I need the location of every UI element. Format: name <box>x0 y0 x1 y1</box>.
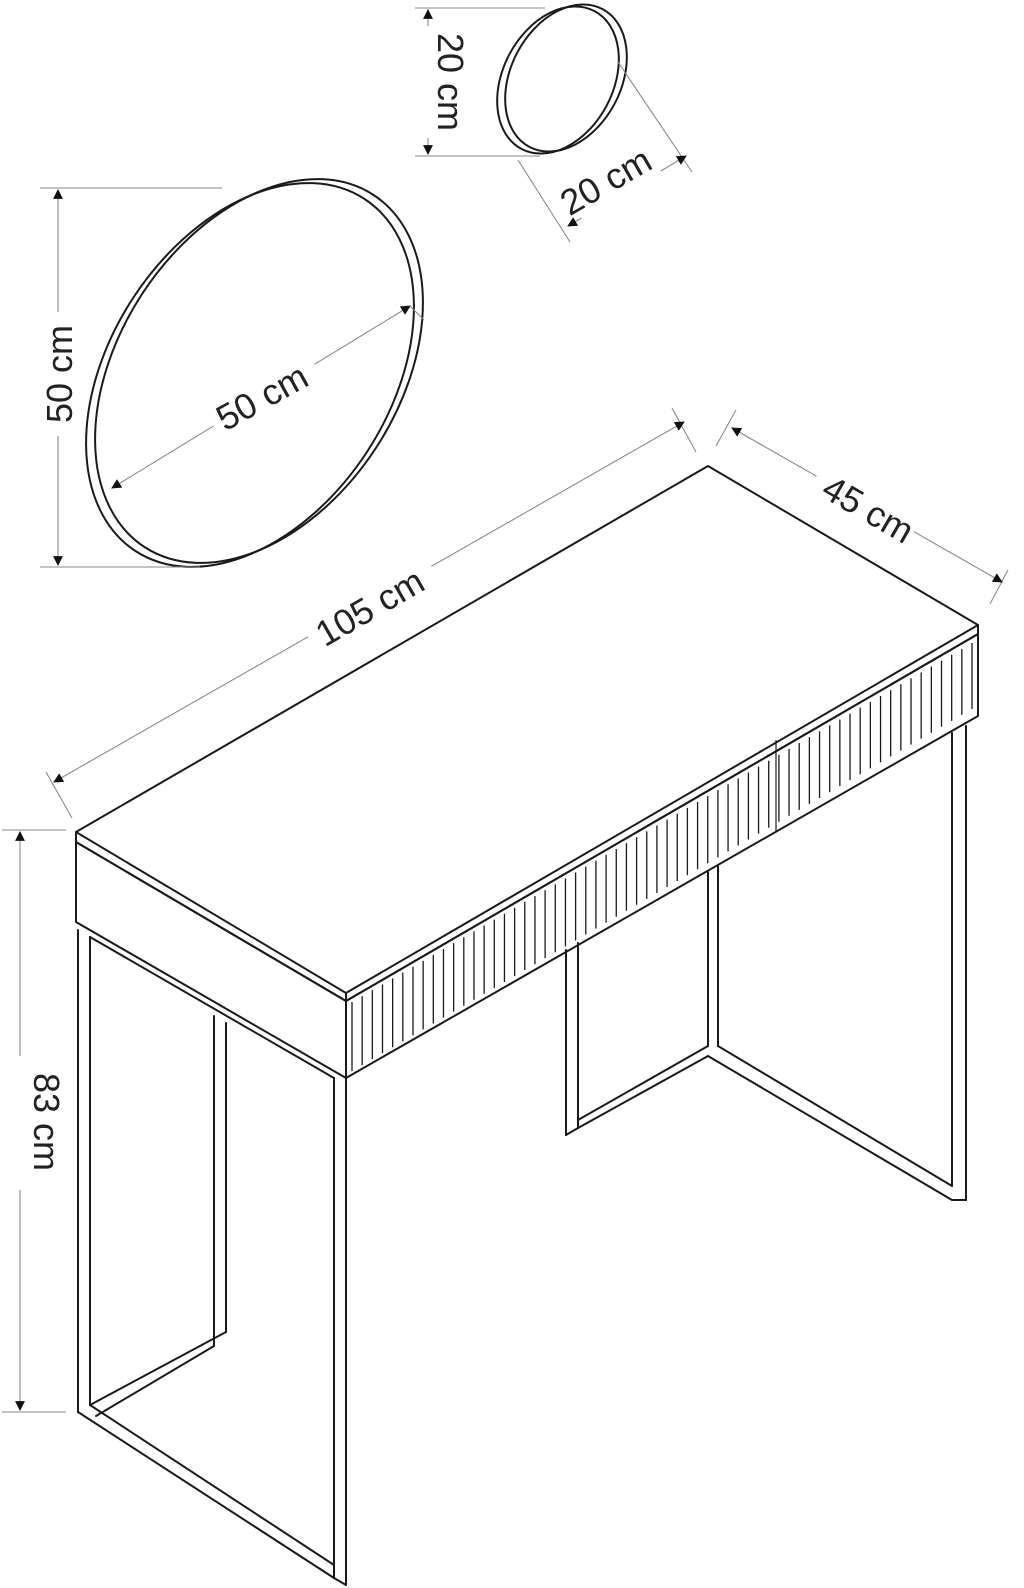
front-left-leg <box>77 929 347 1586</box>
large-mirror-height-dimension: 50 cm <box>36 187 222 568</box>
large-mirror-width-label: 50 cm <box>209 355 315 438</box>
dressing-table <box>75 465 979 1586</box>
table-height-dimension: 83 cm <box>0 829 67 1413</box>
large-mirror-width-dimension: 50 cm <box>111 305 425 489</box>
small-mirror-width-label: 20 cm <box>553 139 658 224</box>
drawer-flutes <box>351 643 973 1071</box>
table-depth-dimension: 45 cm <box>715 409 1009 605</box>
large-mirror-height-label: 50 cm <box>39 325 80 423</box>
table-height-label: 83 cm <box>26 1073 67 1171</box>
front-right-leg <box>565 865 719 1136</box>
back-left-leg <box>89 1015 227 1417</box>
back-right-leg <box>707 725 967 1201</box>
small-mirror <box>496 3 628 155</box>
small-mirror-height-label: 20 cm <box>430 33 471 131</box>
table-width-dimension: 105 cm <box>45 407 697 819</box>
small-mirror-height-dimension: 20 cm <box>415 7 545 157</box>
